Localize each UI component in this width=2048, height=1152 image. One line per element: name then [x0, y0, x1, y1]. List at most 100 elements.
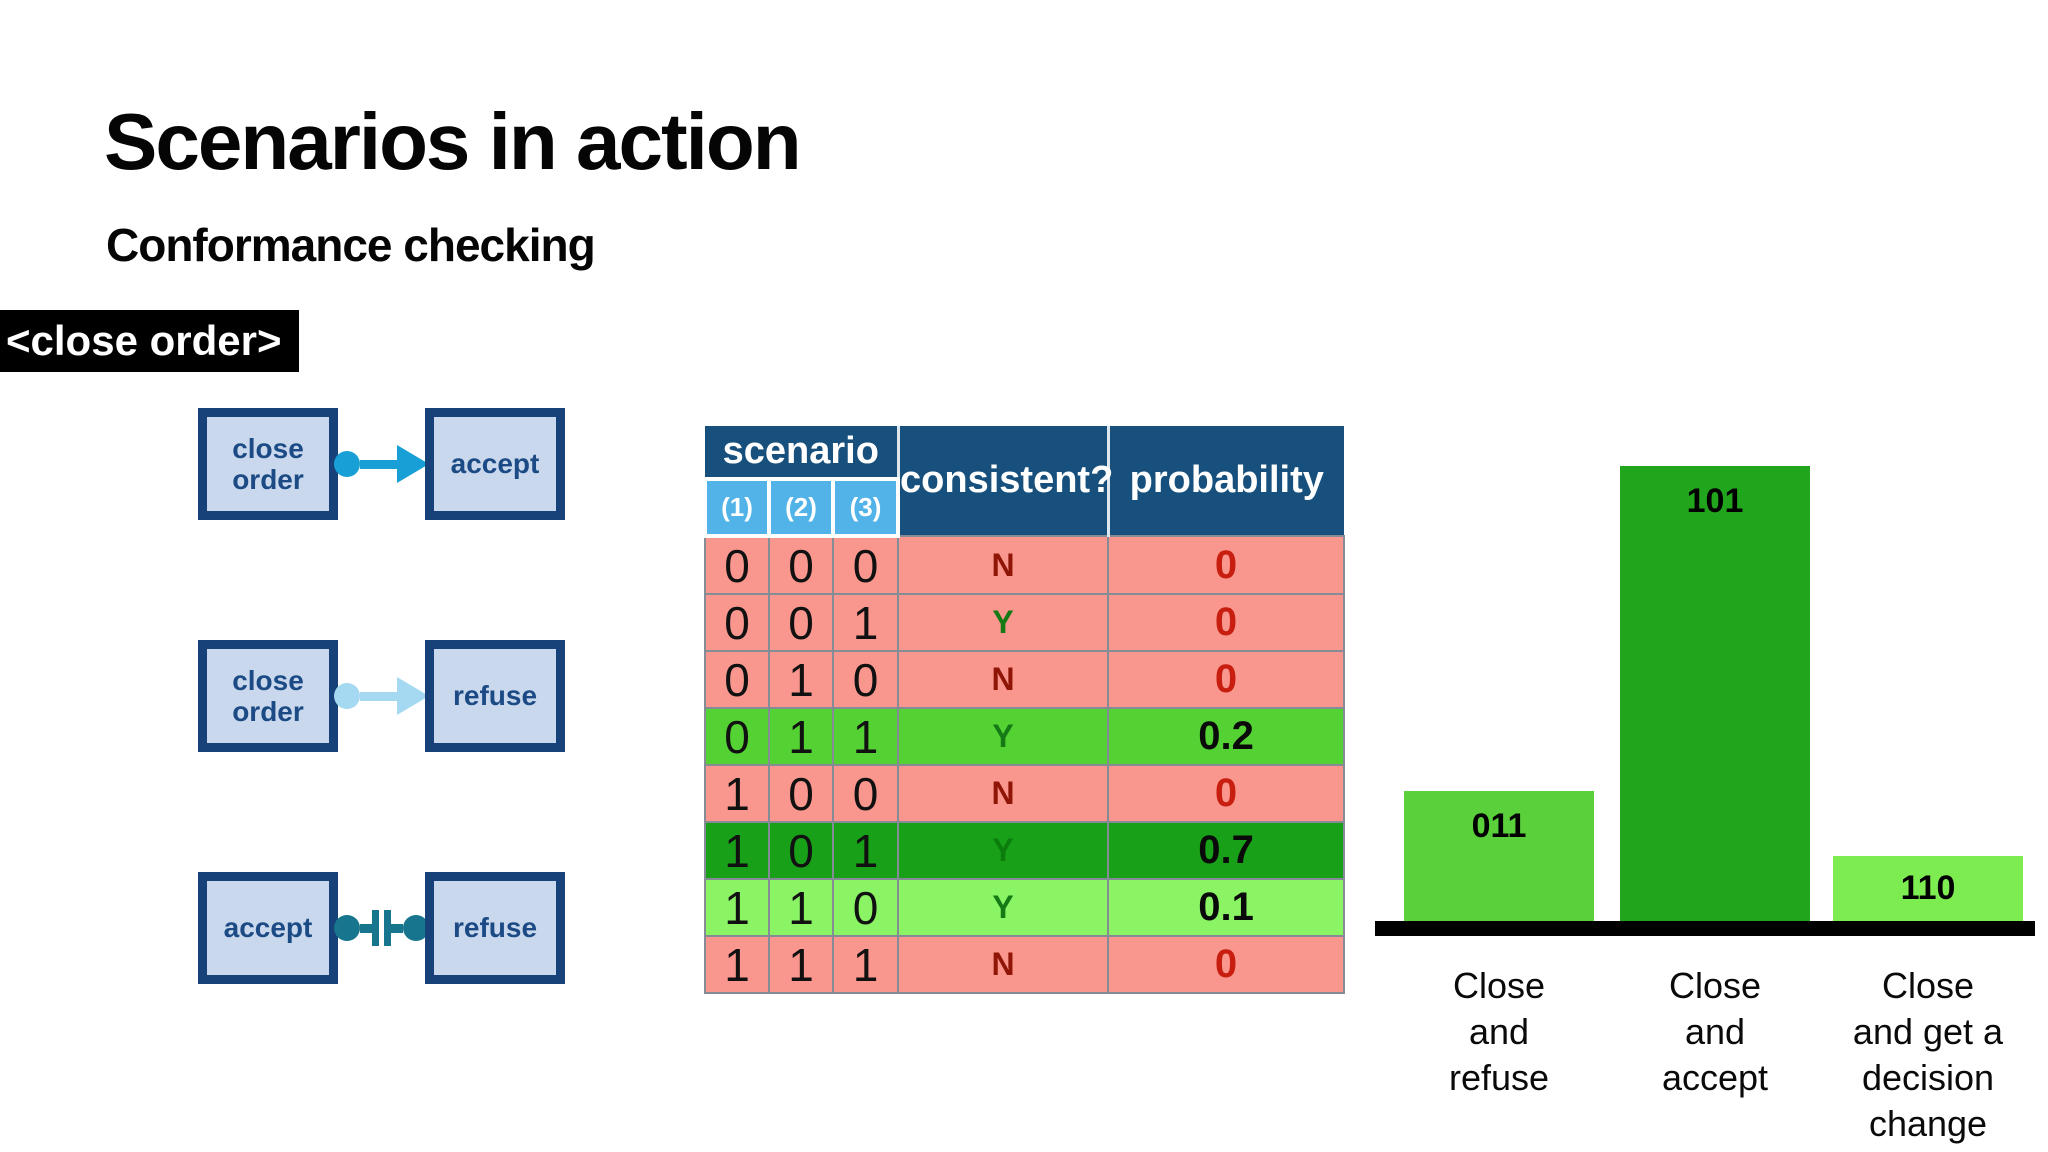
scenario-1-cell: 0 — [704, 650, 770, 709]
bar-101: 101 — [1620, 466, 1810, 921]
consistent-cell: Y — [897, 878, 1110, 937]
scenario-2-cell: 0 — [768, 764, 834, 823]
arrow-icon — [334, 677, 429, 715]
scenario-1-cell: 0 — [704, 707, 770, 766]
table-row: 0 1 0 N 0 — [704, 650, 1346, 709]
diagram-close-accept: close order accept — [198, 408, 568, 522]
scenario-2-cell: 1 — [768, 878, 834, 937]
conflict-bar — [384, 910, 391, 946]
diagram-accept-refuse-conflict: accept refuse — [198, 872, 568, 986]
probability-cell: 0 — [1107, 593, 1346, 652]
scenario-3-cell: 0 — [831, 650, 900, 709]
bar-value-label: 101 — [1686, 482, 1744, 520]
arrow-head — [397, 445, 429, 483]
scenario-2-cell: 1 — [768, 707, 834, 766]
scenario-1-cell: 1 — [704, 821, 770, 880]
page-title: Scenarios in action — [104, 97, 802, 186]
diagram-close-refuse: close order refuse — [198, 640, 568, 754]
table-row: 1 1 0 Y 0.1 — [704, 878, 1346, 937]
scenario-3-cell: 0 — [831, 878, 900, 937]
conflict-dot-left — [334, 915, 360, 941]
scenario-2-subheader: (2) — [767, 477, 835, 538]
scenario-3-cell: 1 — [831, 821, 900, 880]
probability-cell: 0 — [1107, 764, 1346, 823]
x-axis-category-line: and get a — [1852, 1011, 2004, 1052]
bar-plot-area: 011 101 110 — [1372, 461, 2048, 921]
probability-cell: 0 — [1107, 650, 1346, 709]
x-axis-category-line: decision — [1861, 1057, 1995, 1098]
activity-box-refuse: refuse — [425, 640, 565, 752]
table-row: 0 0 0 N 0 — [704, 535, 1346, 595]
conflict-dot-right — [403, 915, 429, 941]
activity-box-accept: accept — [198, 872, 338, 984]
probability-cell: 0 — [1107, 535, 1346, 595]
consistent-column-header: consistent? — [896, 426, 1113, 536]
arrow-icon — [334, 445, 429, 483]
bar-110: 110 — [1833, 856, 2023, 921]
bar-value-label: 110 — [1900, 869, 1956, 907]
scenario-3-cell: 0 — [831, 535, 900, 595]
x-axis-line — [1375, 921, 2035, 936]
scenario-3-cell: 0 — [831, 764, 900, 823]
scenario-column-header: scenario — [705, 426, 899, 479]
consistent-cell: N — [897, 935, 1110, 994]
scenario-3-cell: 1 — [831, 935, 900, 994]
probability-cell: 0.1 — [1107, 878, 1346, 937]
consistent-cell: N — [897, 764, 1110, 823]
scenario-3-subheader: (3) — [830, 477, 901, 538]
close-order-tag: <close order> — [0, 310, 300, 372]
conflict-bar — [372, 910, 379, 946]
table-row: 0 0 1 Y 0 — [704, 593, 1346, 652]
scenario-3-cell: 1 — [831, 707, 900, 766]
x-axis-category-line: Close — [1881, 965, 1975, 1006]
conflict-connector — [334, 872, 429, 984]
conflict-shaft-left — [360, 923, 372, 933]
activity-box-refuse: refuse — [425, 872, 565, 984]
consistent-cell: N — [897, 535, 1110, 595]
table-header-row: scenario consistent? probability — [705, 426, 1345, 536]
consistent-cell: Y — [897, 707, 1110, 766]
scenario-2-cell: 1 — [768, 650, 834, 709]
table-row: 1 0 0 N 0 — [704, 764, 1346, 823]
probability-cell: 0.7 — [1107, 821, 1346, 880]
table-row: 1 0 1 Y 0.7 — [704, 821, 1346, 880]
table-row: 1 1 1 N 0 — [704, 935, 1346, 994]
bar-value-label: 011 — [1471, 807, 1527, 845]
arrow-origin-dot — [334, 683, 360, 709]
scenario-1-cell: 1 — [704, 935, 770, 994]
x-axis-category-line: Close — [1452, 965, 1546, 1006]
response-arrow-strong — [334, 408, 429, 520]
arrow-shaft — [360, 691, 397, 701]
x-axis-category-line: change — [1868, 1103, 1988, 1144]
arrow-head — [397, 677, 429, 715]
scenario-2-cell: 0 — [768, 535, 834, 595]
arrow-shaft — [360, 459, 397, 469]
x-axis-category-line: and — [1468, 1011, 1530, 1052]
probability-cell: 0 — [1107, 935, 1346, 994]
x-axis-category-line: accept — [1661, 1057, 1769, 1098]
response-arrow-weak — [334, 640, 429, 752]
scenario-1-subheader: (1) — [703, 477, 771, 538]
activity-box-close-order: close order — [198, 640, 338, 752]
arrow-origin-dot — [334, 451, 360, 477]
bar-011: 011 — [1404, 791, 1594, 921]
scenario-table: scenario consistent? probability (1) (2)… — [703, 426, 1346, 994]
scenario-2-cell: 0 — [768, 821, 834, 880]
scenario-1-cell: 0 — [704, 535, 770, 595]
activity-box-close-order: close order — [198, 408, 338, 520]
scenario-3-cell: 1 — [831, 593, 900, 652]
x-axis-category-label: Close and get a decision change — [1798, 963, 2048, 1147]
conflict-shaft-right — [391, 923, 403, 933]
table-row: 0 1 1 Y 0.2 — [704, 707, 1346, 766]
consistent-cell: Y — [897, 593, 1110, 652]
scenario-1-cell: 1 — [704, 764, 770, 823]
x-axis-category-line: Close — [1668, 965, 1762, 1006]
scenario-2-cell: 0 — [768, 593, 834, 652]
consistent-cell: Y — [897, 821, 1110, 880]
page-subtitle: Conformance checking — [106, 219, 596, 271]
probability-column-header: probability — [1106, 426, 1345, 536]
scenario-1-cell: 0 — [704, 593, 770, 652]
